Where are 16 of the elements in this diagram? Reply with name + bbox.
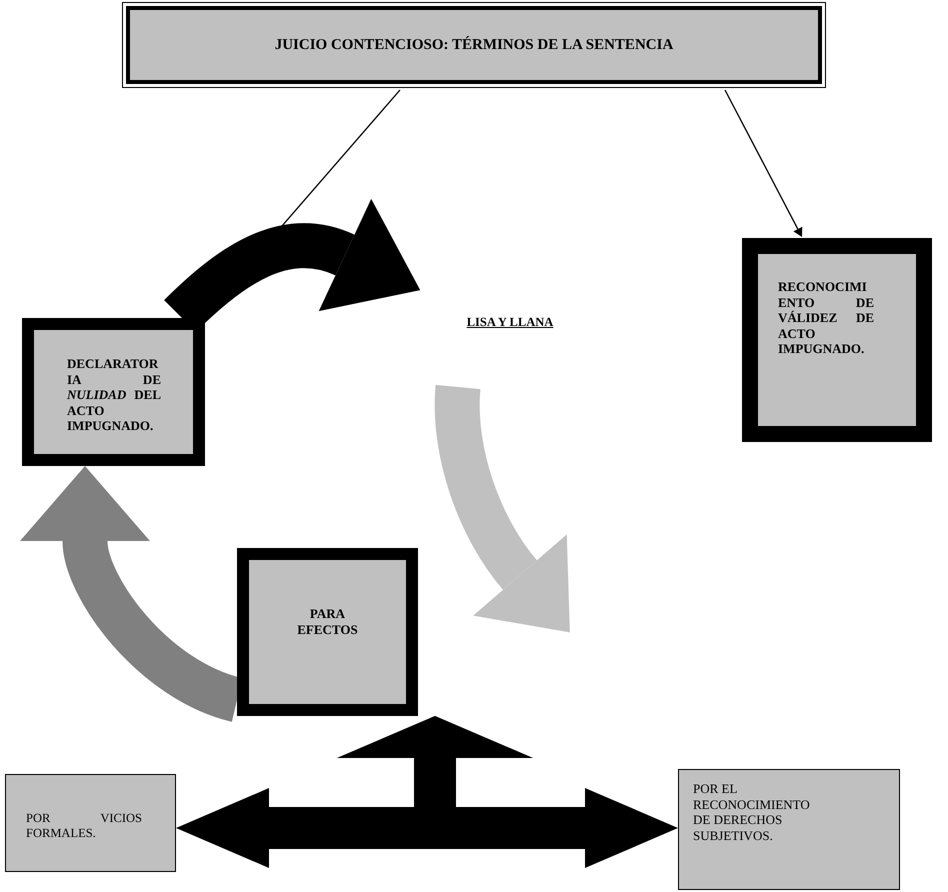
text-card (237, 548, 418, 716)
box-label: LISA Y LLANA (466, 315, 554, 330)
box-label: RECONOCIMIENTO DE VÁLIDEZ DE ACTO IMPUGNADO. (778, 279, 874, 357)
text-card (742, 238, 932, 442)
box-label: PARA EFECTOS (296, 606, 359, 638)
arrow (724, 90, 802, 237)
box-label: POR VICIOS FORMALES. (26, 811, 142, 841)
text-card (22, 318, 205, 466)
title-banner (122, 2, 826, 88)
block-arrow (434, 386, 568, 634)
box-label: POR EL RECONOCIMIENTO DE DERECHOS SUBJETIVOS. (693, 781, 811, 844)
block-arrow (337, 716, 678, 868)
text-card (678, 769, 900, 890)
text-card (5, 774, 176, 872)
title-text: JUICIO CONTENCIOSO: TÉRMINOS DE LA SENTENCIA (274, 36, 674, 54)
box-label: DECLARATORIA DE NULIDAD DEL ACTO IMPUGNADO. (67, 356, 161, 434)
